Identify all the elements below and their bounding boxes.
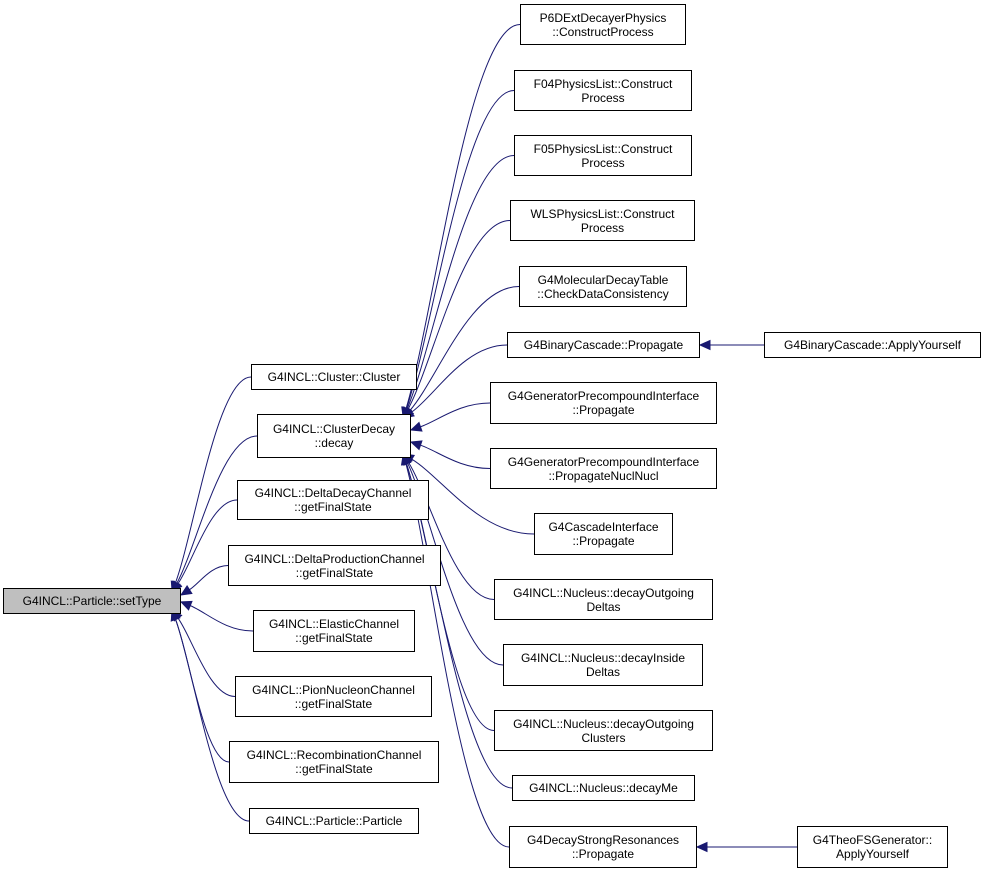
node-f04physicslist-constructprocess[interactable]: F04PhysicsList::Construct Process: [514, 70, 692, 111]
node-nucleus-decayinsidedeltas[interactable]: G4INCL::Nucleus::decayInside Deltas: [503, 644, 703, 686]
node-cluster-cluster[interactable]: G4INCL::Cluster::Cluster: [251, 364, 417, 390]
node-decaystrongresonances-propagate[interactable]: G4DecayStrongResonances ::Propagate: [509, 826, 697, 868]
node-label-line: ::getFinalState: [295, 631, 373, 645]
edge-particleCtor-to-setType: [175, 619, 250, 822]
node-elasticchannel-getfinalstate[interactable]: G4INCL::ElasticChannel ::getFinalState: [253, 610, 415, 652]
node-label-line: ::ConstructProcess: [552, 24, 654, 39]
node-label-line: ::decay: [314, 436, 354, 450]
node-label-line: Deltas: [586, 599, 621, 614]
node-label-line: G4CascadeInterface: [548, 520, 659, 534]
node-label-line: G4INCL::DeltaDecayChannel: [254, 486, 412, 500]
node-label-line: G4INCL::Particle::setType: [22, 594, 162, 608]
edge-clusterDecay-to-setType: [176, 435, 258, 584]
edge-deltaProd-to-setType: [189, 565, 229, 591]
edge-wls-to-clusterDecay: [407, 220, 511, 410]
node-label-line: F04PhysicsList::Construct: [533, 76, 673, 91]
node-generatorprecompoundinterface-propagatenuclnucl[interactable]: G4GeneratorPrecompoundInterface ::Propag…: [490, 448, 717, 489]
node-label-line: G4MolecularDecayTable: [537, 272, 669, 287]
arrowhead-elastic-to-setType: [179, 600, 193, 611]
node-label-line: G4INCL::Cluster::Cluster: [267, 370, 401, 384]
node-particle-particle[interactable]: G4INCL::Particle::Particle: [249, 808, 419, 834]
node-label-line: ::getFinalState: [294, 696, 373, 711]
node-wlsphysicslist-constructprocess[interactable]: WLSPhysicsList::Construct Process: [510, 200, 695, 241]
node-particle-settype: G4INCL::Particle::setType: [3, 588, 181, 614]
node-label-line: ::Propagate: [572, 534, 635, 548]
arrowhead-binaryApply-to-binaryProp: [698, 339, 711, 351]
node-label-line: G4INCL::ClusterDecay: [272, 422, 396, 436]
node-binarycascade-propagate[interactable]: G4BinaryCascade::Propagate: [507, 332, 700, 358]
node-label-line: P6DExtDecayerPhysics: [539, 10, 667, 25]
node-label-line: ::getFinalState: [295, 565, 374, 580]
node-moleculardecaytable-checkdataconsistency[interactable]: G4MolecularDecayTable ::CheckDataConsist…: [519, 266, 687, 307]
arrowhead-genPrecompNN-to-clusterDecay: [409, 440, 423, 451]
edge-molecular-to-clusterDecay: [409, 286, 520, 411]
node-cascadeinterface-propagate[interactable]: G4CascadeInterface ::Propagate: [534, 513, 673, 555]
edge-binaryProp-to-clusterDecay: [411, 344, 508, 413]
arrowhead-theoFS-to-strongRes: [695, 841, 708, 853]
node-label-line: G4INCL::ElasticChannel: [268, 617, 400, 631]
edge-pionNucleon-to-setType: [177, 617, 236, 697]
node-label-line: G4DecayStrongResonances: [526, 833, 680, 847]
node-label-line: ::PropagateNuclNucl: [548, 468, 659, 483]
node-label-line: G4TheoFSGenerator::: [812, 833, 933, 847]
arrowhead-genPrecomp-to-clusterDecay: [409, 421, 423, 432]
node-label-line: G4INCL::DeltaProductionChannel: [244, 551, 425, 566]
node-label-line: ::getFinalState: [295, 762, 373, 776]
node-label-line: Clusters: [581, 730, 626, 745]
node-label-line: G4INCL::Nucleus::decayInside: [520, 651, 686, 665]
node-label-line: Process: [581, 90, 625, 105]
node-deltadecaychannel-getfinalstate[interactable]: G4INCL::DeltaDecayChannel ::getFinalStat…: [237, 480, 429, 520]
edge-clusterCtor-to-setType: [175, 376, 252, 583]
node-f05physicslist-constructprocess[interactable]: F05PhysicsList::Construct Process: [514, 135, 692, 176]
node-label-line: Process: [580, 220, 625, 235]
arrowhead-deltaProd-to-setType: [179, 584, 193, 596]
node-p6dextdecayerphysics-constructprocess[interactable]: P6DExtDecayerPhysics ::ConstructProcess: [520, 4, 686, 45]
edge-cascadeIface-to-clusterDecay: [411, 458, 535, 535]
node-deltaproductionchannel-getfinalstate[interactable]: G4INCL::DeltaProductionChannel ::getFina…: [228, 545, 441, 586]
node-generatorprecompoundinterface-propagate[interactable]: G4GeneratorPrecompoundInterface ::Propag…: [490, 382, 717, 424]
edge-deltaDecay-to-setType: [177, 499, 238, 585]
node-label-line: G4INCL::Particle::Particle: [265, 814, 403, 828]
node-pionnucleonchannel-getfinalstate[interactable]: G4INCL::PionNucleonChannel ::getFinalSta…: [235, 676, 432, 717]
node-label-line: G4INCL::Nucleus::decayOutgoing: [513, 585, 694, 600]
edge-elastic-to-setType: [190, 605, 254, 632]
node-label-line: F05PhysicsList::Construct: [533, 141, 673, 156]
node-label-line: G4INCL::PionNucleonChannel: [252, 682, 415, 697]
node-label-line: G4GeneratorPrecompoundInterface: [507, 454, 700, 469]
node-label-line: ::Propagate: [572, 403, 635, 417]
node-nucleus-decayme[interactable]: G4INCL::Nucleus::decayMe: [512, 775, 695, 801]
node-label-line: WLSPhysicsList::Construct: [530, 206, 675, 221]
node-label-line: G4INCL::RecombinationChannel: [246, 748, 422, 762]
node-nucleus-decayoutgoingclusters[interactable]: G4INCL::Nucleus::decayOutgoing Clusters: [494, 710, 713, 751]
node-label-line: G4BinaryCascade::ApplyYourself: [784, 338, 961, 352]
node-nucleus-decayoutgoingdeltas[interactable]: G4INCL::Nucleus::decayOutgoing Deltas: [494, 579, 713, 620]
node-label-line: G4BinaryCascade::Propagate: [523, 338, 684, 352]
node-label-line: ::getFinalState: [294, 500, 372, 514]
node-label-line: ::Propagate: [571, 847, 635, 861]
node-recombinationchannel-getfinalstate[interactable]: G4INCL::RecombinationChannel ::getFinalS…: [229, 741, 439, 783]
node-label-line: ApplyYourself: [836, 847, 909, 861]
node-label-line: G4INCL::Nucleus::decayMe: [529, 781, 678, 795]
edge-f04-to-clusterDecay: [406, 90, 515, 409]
node-label-line: ::CheckDataConsistency: [537, 286, 669, 301]
node-theofsgenerator-applyyourself[interactable]: G4TheoFSGenerator:: ApplyYourself: [797, 826, 948, 868]
edge-decayOutDeltas-to-clusterDecay: [408, 462, 495, 600]
node-label-line: Process: [581, 155, 625, 170]
edge-genPrecomp-to-clusterDecay: [420, 402, 491, 428]
node-label-line: Deltas: [585, 665, 620, 679]
edge-f05-to-clusterDecay: [406, 155, 515, 409]
edge-p6d-to-clusterDecay: [405, 24, 521, 409]
node-binarycascade-applyyourself[interactable]: G4BinaryCascade::ApplyYourself: [764, 332, 981, 358]
node-clusterdecay-decay[interactable]: G4INCL::ClusterDecay ::decay: [257, 414, 411, 458]
node-label-line: G4INCL::Nucleus::decayOutgoing: [513, 716, 694, 731]
node-label-line: G4GeneratorPrecompoundInterface: [507, 389, 700, 403]
edge-genPrecompNN-to-clusterDecay: [420, 444, 491, 469]
